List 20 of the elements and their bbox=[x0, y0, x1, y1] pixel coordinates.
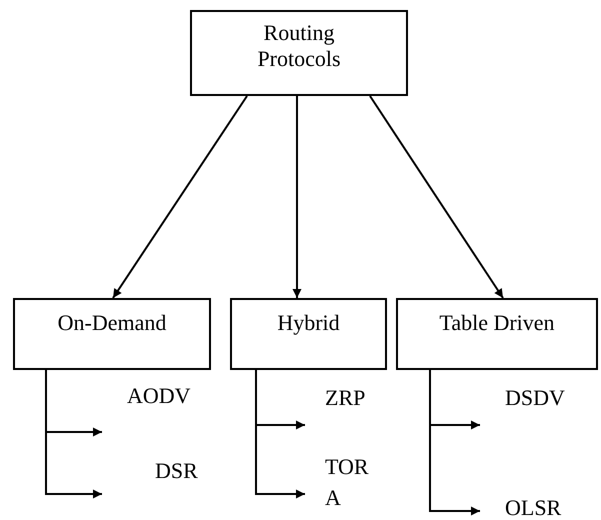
node-title: Table Driven bbox=[438, 310, 556, 336]
arrow bbox=[429, 370, 480, 516]
node-title: On-Demand bbox=[56, 310, 168, 336]
category-box bbox=[13, 298, 211, 370]
category-box bbox=[230, 298, 387, 370]
arrow bbox=[255, 370, 305, 498]
arrow bbox=[45, 370, 102, 498]
protocol-name: AODV bbox=[127, 383, 192, 410]
node-title: Hybrid bbox=[276, 310, 341, 336]
protocol-name: ZRP bbox=[325, 385, 366, 412]
arrow bbox=[292, 96, 302, 298]
protocol-name: DSR bbox=[155, 458, 199, 484]
node-title: Routing Protocols bbox=[256, 20, 342, 73]
arrow bbox=[369, 95, 504, 299]
protocol-name: DSDV bbox=[505, 385, 566, 412]
protocol-name: TOR A bbox=[325, 453, 370, 512]
category-box bbox=[396, 298, 598, 370]
arrow bbox=[112, 95, 248, 299]
category-box bbox=[190, 10, 408, 96]
protocol-name: OLSR bbox=[505, 495, 562, 520]
